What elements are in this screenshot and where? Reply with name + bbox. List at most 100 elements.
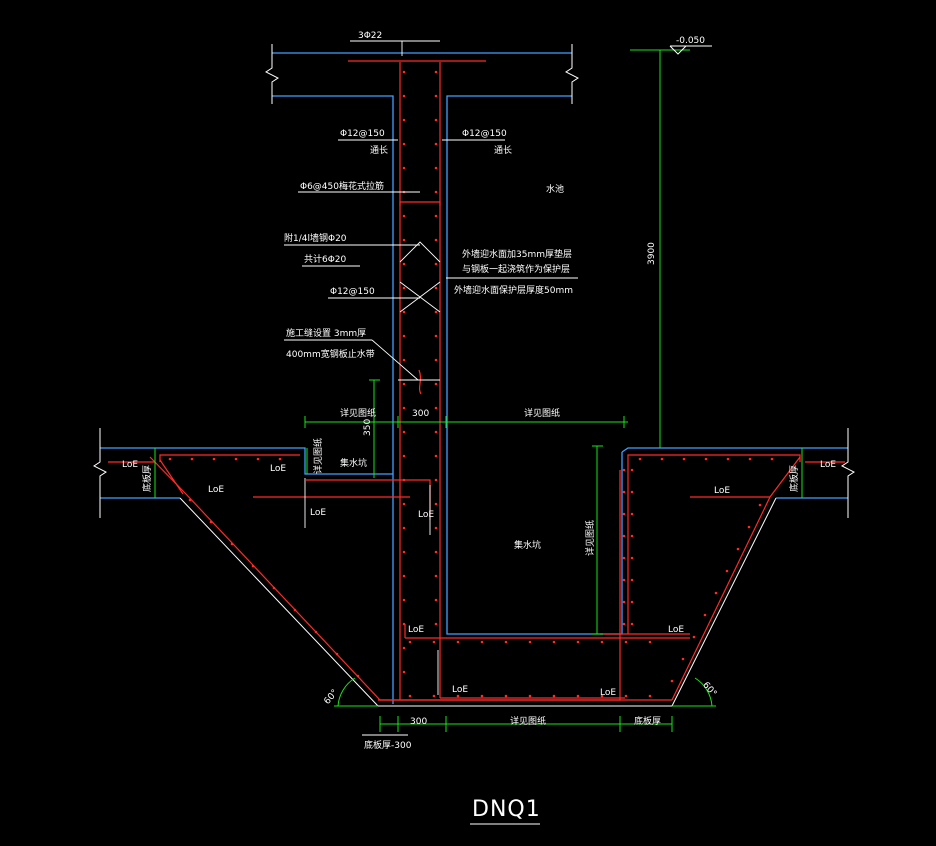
loe-label-6: LoE — [408, 625, 424, 635]
rebar-section-dot — [212, 457, 216, 461]
rebar-section-dot — [622, 534, 626, 538]
rebar-section-dot — [408, 640, 412, 644]
label-bottom-dim-300: 300 — [410, 717, 427, 727]
rebar-section-dot — [402, 670, 406, 674]
rebar-section-dot — [402, 118, 406, 122]
rebar-section-dot — [434, 358, 438, 362]
label-right-vertical: 详见图纸 — [584, 520, 596, 556]
rebar-section-dot — [408, 694, 412, 698]
label-left-bar: Φ12@150 — [340, 129, 385, 139]
rebar-section-dot — [630, 556, 634, 560]
loe-label-3: LoE — [208, 485, 224, 495]
label-height-dim: 3900 — [647, 242, 657, 265]
label-left-see-plan: 详见图纸 — [340, 407, 376, 419]
leader-lines — [284, 40, 578, 825]
rebar-section-dot — [622, 578, 626, 582]
rebar-section-dot — [748, 457, 752, 461]
break-line-top-right — [565, 44, 579, 104]
rebar-section-dot — [660, 457, 664, 461]
leader-waterstop-diag — [371, 339, 419, 381]
rebar-section-dot — [402, 214, 406, 218]
rebar-section-dot — [293, 608, 297, 612]
rebar-section-dot — [434, 574, 438, 578]
rebar-section-dot — [630, 622, 634, 626]
label-add-bars-2: 共计6Φ20 — [304, 253, 347, 265]
rebar-section-dot — [402, 94, 406, 98]
label-right-bar-note: 通长 — [494, 144, 512, 156]
rebar-section-dot — [622, 556, 626, 560]
elevation-marker — [669, 45, 712, 55]
loe-label-11: LoE — [820, 460, 836, 470]
loe-label-9: LoE — [600, 688, 616, 698]
rebar-section-dot — [770, 457, 774, 461]
rebar-section-dot — [630, 578, 634, 582]
rebar-section-dot — [622, 490, 626, 494]
rebar-section-dot — [402, 622, 406, 626]
rebar-section-dot — [703, 613, 707, 617]
rebar-section-dot — [402, 166, 406, 170]
rebar-section-dot — [434, 190, 438, 194]
label-cover-note-1: 外墙迎水面加35mm厚垫层 — [462, 248, 572, 260]
rebar-section-dot — [434, 334, 438, 338]
rebar-section-dot — [630, 534, 634, 538]
loe-label-1: LoE — [122, 460, 138, 470]
rebar-section-dot — [434, 286, 438, 290]
label-mid-bar: Φ12@150 — [330, 287, 375, 297]
rebar-section-dot — [434, 598, 438, 602]
loe-label-2: LoE — [270, 464, 286, 474]
rebar-section-dot — [434, 454, 438, 458]
label-pit: 集水坑 — [514, 539, 541, 551]
label-right-bar: Φ12@150 — [462, 129, 507, 139]
rebar-section-dot — [630, 512, 634, 516]
rebar-section-dot — [434, 118, 438, 122]
loe-label-8: LoE — [452, 685, 468, 695]
rebar-section-dot — [234, 457, 238, 461]
rebar-section-dot — [434, 238, 438, 242]
right-raft-top-bar — [627, 454, 801, 634]
angle-arc-left — [337, 677, 356, 707]
rebar-section-dot — [576, 640, 580, 644]
label-tie-bar: Φ6@450梅花式拉筋 — [300, 180, 384, 192]
label-bottom-slab-left: 底板厚-300 — [364, 739, 412, 751]
rebar-section-dot — [714, 591, 718, 595]
label-bottom-see-plan: 详见图纸 — [510, 715, 546, 727]
rebar-section-dot — [356, 674, 360, 678]
rebar-section-dot — [622, 622, 626, 626]
rebar-section-dot — [402, 550, 406, 554]
cross-mark-2b — [399, 281, 441, 313]
rebar-section-dot — [434, 382, 438, 386]
rebar-section-dot — [434, 622, 438, 626]
label-water-side: 水池 — [546, 183, 564, 195]
left-slope-inner — [159, 459, 184, 495]
rebar-section-dot — [251, 564, 255, 568]
rebar-section-dot — [600, 640, 604, 644]
label-cover-note-2: 与钢板一起浇筑作为保护层 — [462, 263, 570, 275]
rebar-section-dot — [600, 694, 604, 698]
rebar-section-dot — [480, 640, 484, 644]
rebar-section-dot — [402, 598, 406, 602]
label-left-slab-note: 底板厚 — [141, 465, 153, 492]
label-sump: 集水坑 — [340, 457, 367, 469]
rebar-section-dot — [434, 262, 438, 266]
rebar-section-dot — [402, 454, 406, 458]
left-raft-top — [100, 447, 393, 475]
rebar-section-dot — [434, 166, 438, 170]
label-waterstop-2: 400mm宽钢板止水带 — [286, 348, 375, 360]
rebar-section-dot — [402, 310, 406, 314]
rebar-section-dot — [552, 640, 556, 644]
right-slope-bar — [671, 456, 801, 701]
rebar-section-dot — [681, 657, 685, 661]
rebar-section-dot — [402, 358, 406, 362]
rebar-section-dot — [230, 542, 234, 546]
rebar-section-dot — [528, 640, 532, 644]
top-slab-bottom-right — [446, 95, 623, 635]
rebar-section-dot — [434, 478, 438, 482]
wall-lap-bar — [399, 201, 441, 206]
rebar-section-dot — [624, 640, 628, 644]
label-see-plan-vertical-left: 详见图纸 — [312, 438, 324, 474]
rebar-section-dot — [402, 646, 406, 650]
rebar-section-dot — [272, 586, 276, 590]
rebar-section-dot — [256, 457, 260, 461]
rebar-section-dot — [434, 502, 438, 506]
loe-label-7: LoE — [668, 625, 684, 635]
